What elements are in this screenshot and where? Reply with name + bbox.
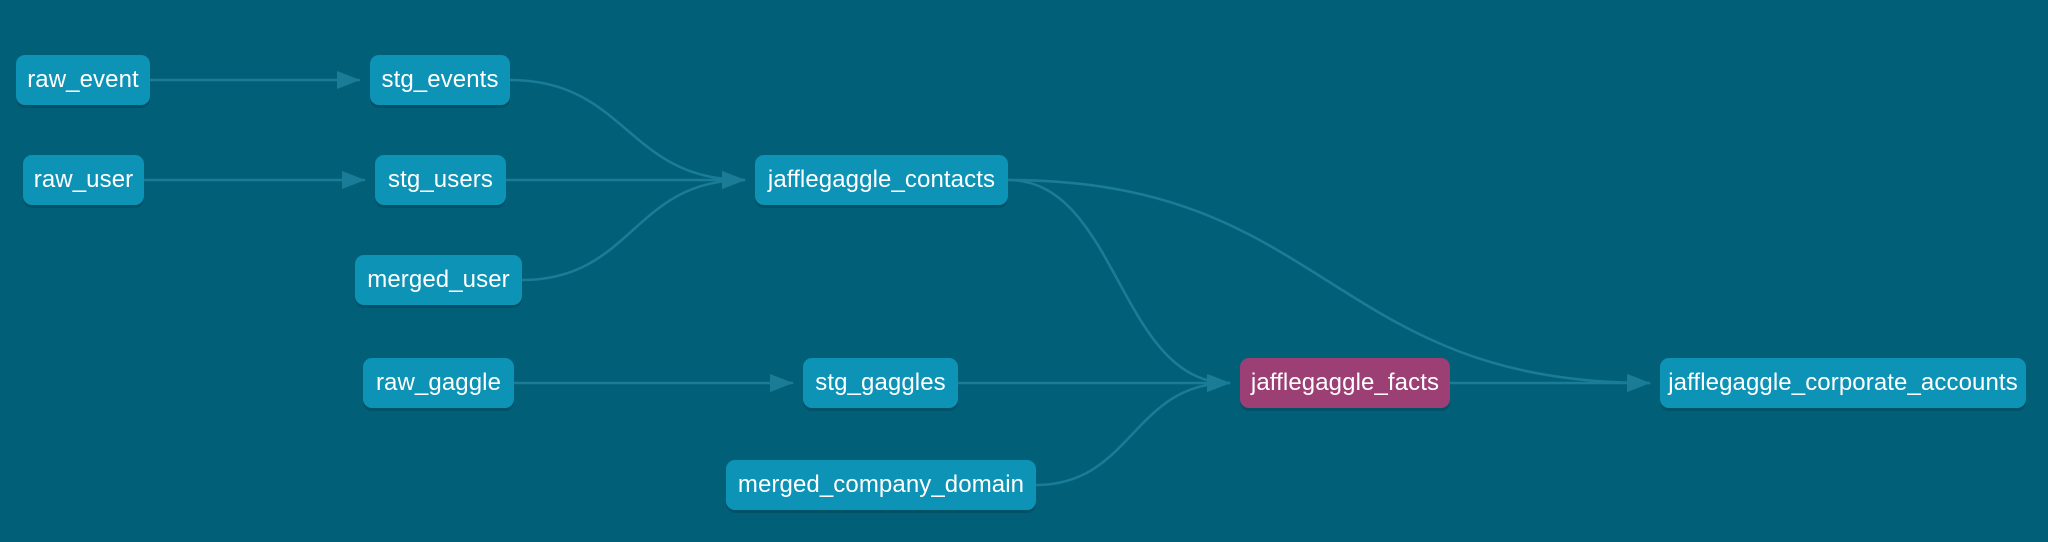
- node-label: stg_gaggles: [815, 369, 946, 396]
- node-label: raw_user: [33, 166, 134, 193]
- node-label: jafflegaggle_corporate_accounts: [1668, 369, 2018, 396]
- node-label: jafflegaggle_contacts: [767, 166, 996, 193]
- node-raw_gaggle[interactable]: raw_gaggle: [363, 358, 514, 408]
- node-label: merged_company_domain: [737, 471, 1025, 498]
- node-label: stg_users: [388, 166, 493, 193]
- node-merged_company_domain[interactable]: merged_company_domain: [726, 460, 1036, 510]
- node-merged_user[interactable]: merged_user: [355, 255, 522, 305]
- node-raw_user[interactable]: raw_user: [23, 155, 144, 205]
- node-label: stg_events: [381, 66, 499, 93]
- edge-merged_company_domain-to-jafflegaggle_facts: [1034, 373, 1231, 487]
- edge-jafflegaggle_contacts-to-jafflegaggle_facts: [1006, 178, 1231, 393]
- node-jafflegaggle_contacts[interactable]: jafflegaggle_contacts: [755, 155, 1008, 205]
- node-stg_events[interactable]: stg_events: [370, 55, 510, 105]
- node-label: jafflegaggle_facts: [1250, 369, 1440, 396]
- edge-merged_user-to-jafflegaggle_contacts: [520, 170, 746, 282]
- node-label: raw_gaggle: [375, 369, 502, 396]
- node-label: merged_user: [367, 266, 510, 293]
- edge-stg_events-to-jafflegaggle_contacts: [508, 78, 746, 190]
- node-stg_gaggles[interactable]: stg_gaggles: [803, 358, 958, 408]
- node-jafflegaggle_facts[interactable]: jafflegaggle_facts: [1240, 358, 1450, 408]
- node-jafflegaggle_corporate_accounts[interactable]: jafflegaggle_corporate_accounts: [1660, 358, 2026, 408]
- edge-jafflegaggle_contacts-to-jafflegaggle_corporate_accounts: [1006, 178, 1651, 393]
- node-label: raw_event: [27, 66, 139, 93]
- node-raw_event[interactable]: raw_event: [16, 55, 150, 105]
- node-stg_users[interactable]: stg_users: [375, 155, 506, 205]
